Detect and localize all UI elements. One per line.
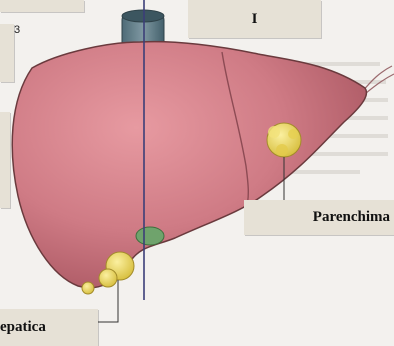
left-middle-label-box [0, 112, 10, 208]
figure-number: 3 [14, 24, 20, 36]
hepatic-hilum-label: epatica [0, 309, 98, 346]
top-left-label-box [0, 0, 84, 12]
parenchyma-label: Parenchima [244, 200, 394, 235]
liver-lobes [12, 42, 366, 288]
gallbladder [136, 227, 164, 245]
parenchymal-tumor [267, 123, 301, 157]
top-center-label: I [188, 0, 321, 38]
left-upper-label-box [0, 24, 14, 82]
